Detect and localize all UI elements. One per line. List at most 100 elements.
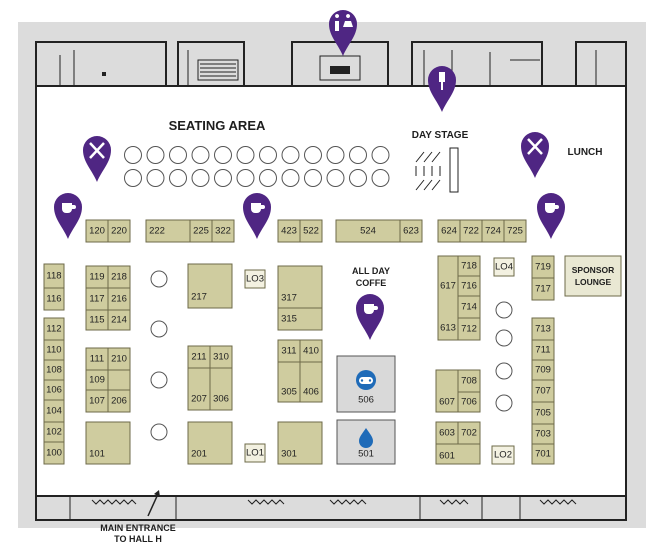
booth-120[interactable]: 120 xyxy=(89,226,105,237)
seat-circle xyxy=(169,146,187,164)
booth-lo4[interactable]: LO4 xyxy=(495,262,513,273)
booth-315[interactable]: 315 xyxy=(281,314,297,325)
booth-116[interactable]: 116 xyxy=(46,294,61,305)
booth-719[interactable]: 719 xyxy=(535,262,551,273)
booth-601[interactable]: 601 xyxy=(439,451,455,462)
microphone-icon[interactable] xyxy=(428,66,456,112)
fork-knife-icon[interactable] xyxy=(521,132,549,178)
booth-705[interactable]: 705 xyxy=(535,408,551,419)
booth-102[interactable]: 102 xyxy=(46,427,62,438)
booth-101[interactable]: 101 xyxy=(89,449,105,460)
booth-406[interactable]: 406 xyxy=(303,387,319,398)
bottom-wall xyxy=(35,495,627,521)
booth-111[interactable]: 111 xyxy=(90,354,104,365)
booth-714[interactable]: 714 xyxy=(461,302,477,313)
booth-624[interactable]: 624 xyxy=(441,226,457,237)
coffee-cup-icon[interactable] xyxy=(356,294,384,340)
booth-709[interactable]: 709 xyxy=(535,365,551,376)
booth-211[interactable]: 211 xyxy=(191,352,206,363)
seat-circle xyxy=(146,146,165,164)
booth-306[interactable]: 306 xyxy=(213,394,229,405)
booth-322[interactable]: 322 xyxy=(215,226,231,237)
round-tables xyxy=(150,270,513,441)
booth-713[interactable]: 713 xyxy=(535,324,551,335)
booth-109[interactable]: 109 xyxy=(89,375,105,386)
booth-702[interactable]: 702 xyxy=(461,428,477,439)
booth-711[interactable]: 711 xyxy=(535,345,550,356)
booth-703[interactable]: 703 xyxy=(535,429,551,440)
booth-623[interactable]: 623 xyxy=(403,226,419,237)
seat-circle xyxy=(236,169,255,187)
seat-circle xyxy=(259,169,277,187)
booth-718[interactable]: 718 xyxy=(461,261,477,272)
booth-lo1[interactable]: LO1 xyxy=(246,448,264,459)
booth-106[interactable]: 106 xyxy=(46,385,62,396)
booth-617[interactable]: 617 xyxy=(440,281,456,292)
booth-724[interactable]: 724 xyxy=(485,226,501,237)
seat-circle xyxy=(371,169,390,187)
booth-118[interactable]: 118 xyxy=(46,271,61,282)
booth-707[interactable]: 707 xyxy=(535,386,551,397)
coffee-cup-icon[interactable] xyxy=(537,193,565,239)
seat-circle xyxy=(349,169,367,187)
booth-119[interactable]: 119 xyxy=(89,272,104,283)
booth-701[interactable]: 701 xyxy=(535,449,551,460)
sponsor-lounge[interactable] xyxy=(564,255,622,297)
coffee-cup-icon[interactable] xyxy=(54,193,82,239)
booth-104[interactable]: 104 xyxy=(46,406,62,417)
booth-218[interactable]: 218 xyxy=(111,272,127,283)
seat-circle xyxy=(349,146,367,164)
booth-708[interactable]: 708 xyxy=(461,376,477,387)
booth-lo3[interactable]: LO3 xyxy=(246,274,264,285)
booth-207[interactable]: 207 xyxy=(191,394,207,405)
booth-717[interactable]: 717 xyxy=(535,284,551,295)
booth-222[interactable]: 222 xyxy=(149,226,165,237)
booth-613[interactable]: 613 xyxy=(440,323,456,334)
seat-circle xyxy=(169,169,187,187)
water-drop-icon xyxy=(359,428,373,448)
booth-214[interactable]: 214 xyxy=(111,315,127,326)
booth-410[interactable]: 410 xyxy=(303,346,319,357)
booth-100[interactable]: 100 xyxy=(46,448,62,459)
seat-circle xyxy=(124,146,142,164)
booth-310[interactable]: 310 xyxy=(213,352,229,363)
seat-circle xyxy=(214,146,232,164)
booth-607[interactable]: 607 xyxy=(439,397,455,408)
booth-716[interactable]: 716 xyxy=(461,281,477,292)
booth-522[interactable]: 522 xyxy=(303,226,319,237)
booth-706[interactable]: 706 xyxy=(461,397,477,408)
booth-506[interactable]: 506 xyxy=(358,395,374,406)
booth-107[interactable]: 107 xyxy=(89,396,105,407)
booth-725[interactable]: 725 xyxy=(507,226,523,237)
booth-501[interactable]: 501 xyxy=(358,449,374,460)
coffee-label-line1: ALL DAY xyxy=(352,266,390,276)
seat-circle xyxy=(191,146,210,164)
booth-216[interactable]: 216 xyxy=(111,294,127,305)
booth-712[interactable]: 712 xyxy=(461,324,477,335)
entrance-label-line1: MAIN ENTRANCE xyxy=(100,523,176,533)
booth-722[interactable]: 722 xyxy=(463,226,479,237)
booth-115[interactable]: 115 xyxy=(89,315,104,326)
booth-117[interactable]: 117 xyxy=(89,294,104,305)
booth-311[interactable]: 311 xyxy=(281,346,296,357)
booth-423[interactable]: 423 xyxy=(281,226,297,237)
coffee-cup-icon[interactable] xyxy=(243,193,271,239)
booth-317[interactable]: 317 xyxy=(281,293,297,304)
booth-201[interactable]: 201 xyxy=(191,449,207,460)
sponsor-label-line1: SPONSOR xyxy=(572,265,615,275)
booth-225[interactable]: 225 xyxy=(193,226,209,237)
booth-217[interactable]: 217 xyxy=(191,292,207,303)
booth-108[interactable]: 108 xyxy=(46,365,62,376)
fork-knife-icon[interactable] xyxy=(83,136,111,182)
booth-110[interactable]: 110 xyxy=(46,345,61,356)
booth-210[interactable]: 210 xyxy=(111,354,127,365)
booth-524[interactable]: 524 xyxy=(360,226,376,237)
booth-301[interactable]: 301 xyxy=(281,449,297,460)
booth-206[interactable]: 206 xyxy=(111,396,127,407)
booth-lo2[interactable]: LO2 xyxy=(494,450,512,461)
booth-112[interactable]: 112 xyxy=(46,324,61,335)
booth-603[interactable]: 603 xyxy=(439,428,455,439)
booth-220[interactable]: 220 xyxy=(111,226,127,237)
booth-305[interactable]: 305 xyxy=(281,387,297,398)
restroom-icon[interactable] xyxy=(329,10,357,56)
